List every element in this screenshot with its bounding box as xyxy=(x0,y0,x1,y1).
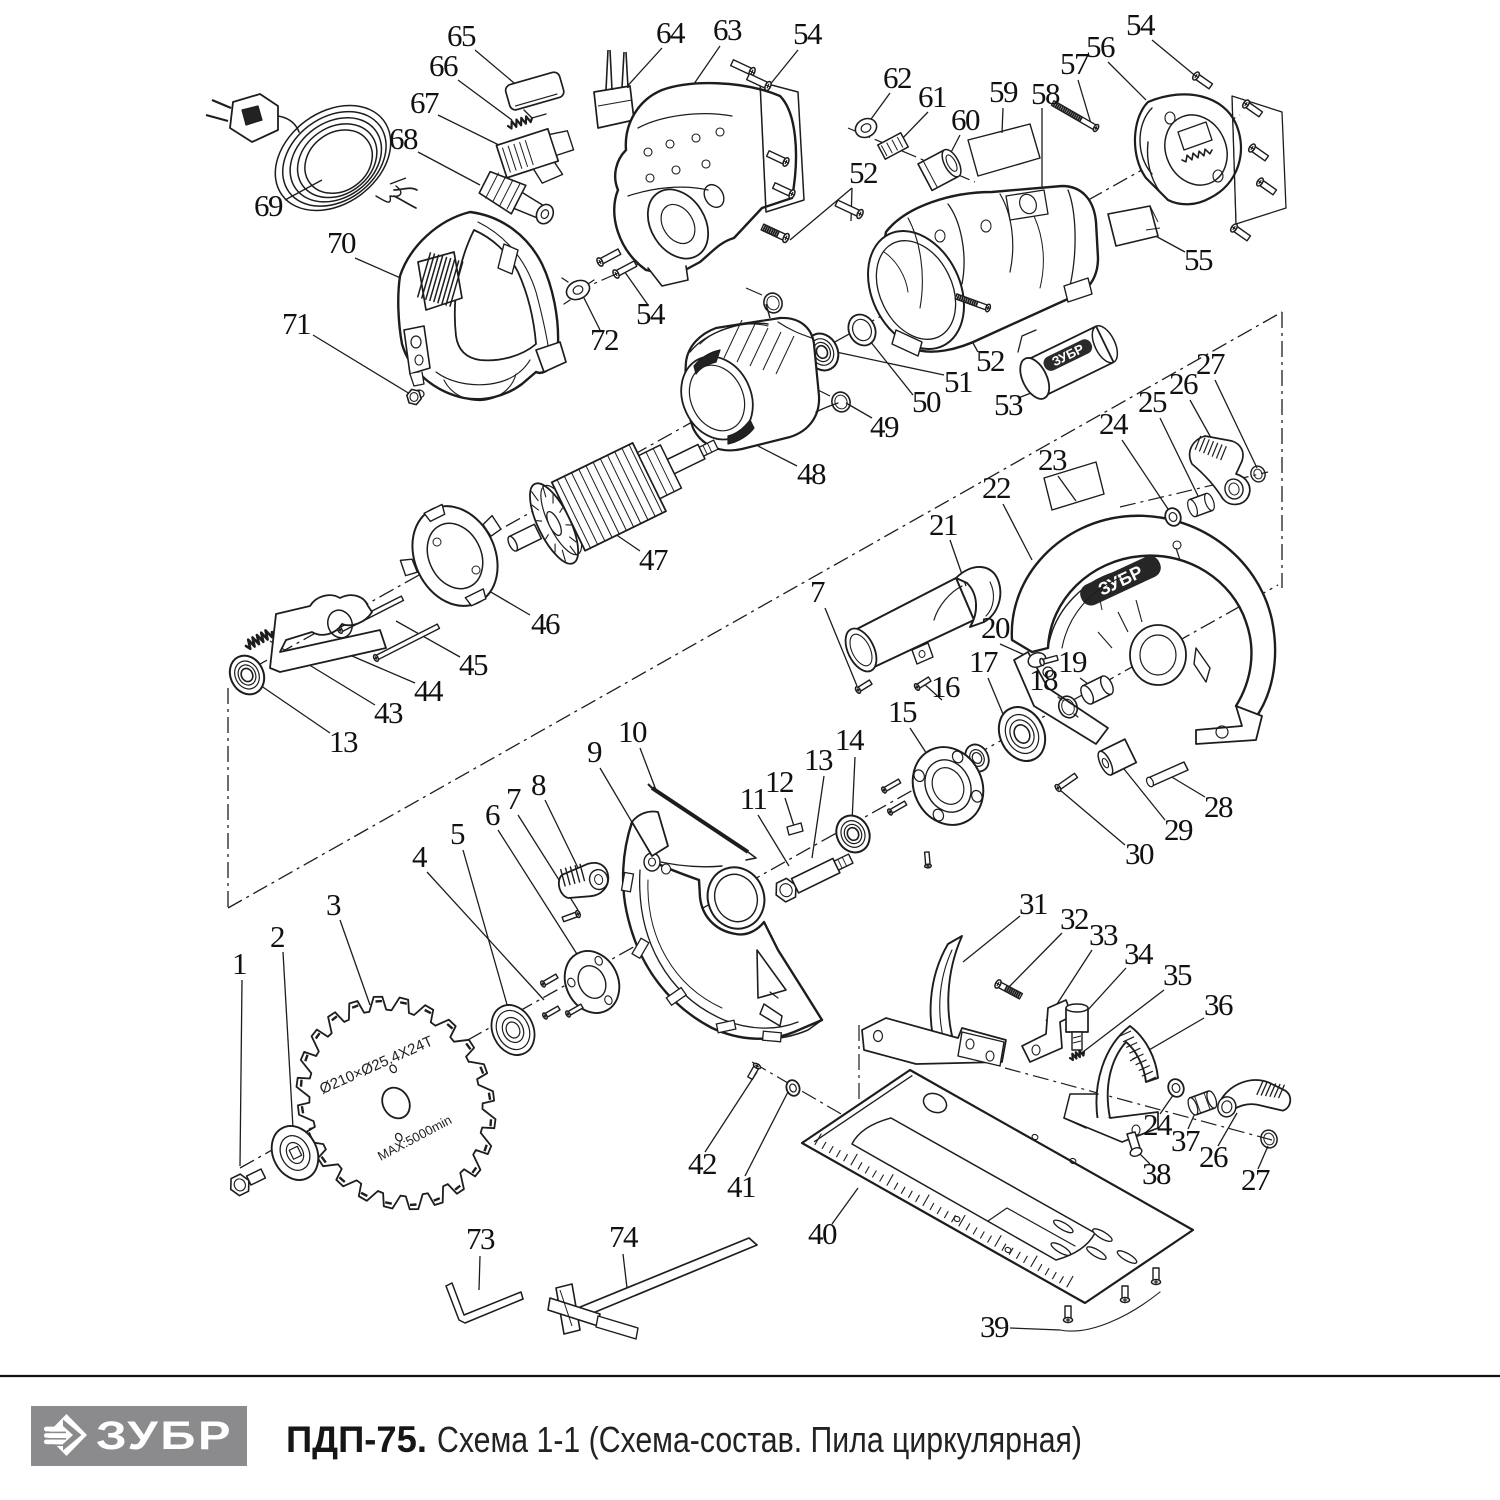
svg-text:53: 53 xyxy=(994,387,1023,422)
svg-text:69: 69 xyxy=(254,188,283,223)
svg-text:33: 33 xyxy=(1089,917,1118,952)
svg-text:35: 35 xyxy=(1163,957,1192,992)
svg-text:16: 16 xyxy=(931,669,960,704)
svg-text:54: 54 xyxy=(636,296,666,331)
svg-text:13: 13 xyxy=(804,742,833,777)
svg-text:6: 6 xyxy=(485,797,500,832)
svg-text:24: 24 xyxy=(1099,406,1129,441)
svg-text:34: 34 xyxy=(1124,936,1154,971)
svg-text:66: 66 xyxy=(429,48,458,83)
svg-text:67: 67 xyxy=(410,85,439,120)
svg-text:15: 15 xyxy=(888,694,917,729)
svg-text:41: 41 xyxy=(727,1169,755,1204)
svg-text:ПДП-75.: ПДП-75. xyxy=(286,1419,427,1460)
svg-text:49: 49 xyxy=(870,409,899,444)
svg-text:46: 46 xyxy=(531,606,560,641)
svg-text:Схема 1-1 (Схема-состав. Пила: Схема 1-1 (Схема-состав. Пила циркулярна… xyxy=(437,1419,1082,1460)
svg-text:13: 13 xyxy=(329,724,358,759)
svg-text:43: 43 xyxy=(374,695,403,730)
svg-text:59: 59 xyxy=(989,74,1018,109)
svg-text:23: 23 xyxy=(1038,442,1067,477)
svg-text:24: 24 xyxy=(1143,1107,1173,1142)
svg-text:37: 37 xyxy=(1171,1123,1200,1158)
svg-text:30: 30 xyxy=(1125,836,1154,871)
svg-text:72: 72 xyxy=(590,322,618,357)
svg-text:21: 21 xyxy=(929,507,957,542)
svg-text:51: 51 xyxy=(944,364,972,399)
svg-text:20: 20 xyxy=(981,610,1010,645)
svg-text:5: 5 xyxy=(450,816,465,851)
svg-text:58: 58 xyxy=(1031,76,1060,111)
svg-text:38: 38 xyxy=(1142,1156,1171,1191)
svg-text:26: 26 xyxy=(1169,366,1198,401)
svg-text:19: 19 xyxy=(1058,644,1087,679)
svg-text:1: 1 xyxy=(232,946,246,981)
svg-text:14: 14 xyxy=(835,722,865,757)
svg-text:55: 55 xyxy=(1184,242,1213,277)
svg-text:18: 18 xyxy=(1029,662,1058,697)
svg-text:44: 44 xyxy=(414,673,444,708)
svg-text:47: 47 xyxy=(639,542,668,577)
svg-text:60: 60 xyxy=(951,102,980,137)
svg-text:52: 52 xyxy=(849,155,877,190)
svg-text:54: 54 xyxy=(1126,7,1156,42)
svg-text:12: 12 xyxy=(765,764,793,799)
svg-text:64: 64 xyxy=(656,15,686,50)
svg-text:28: 28 xyxy=(1204,789,1233,824)
svg-text:61: 61 xyxy=(918,79,946,114)
svg-text:74: 74 xyxy=(609,1219,639,1254)
svg-text:57: 57 xyxy=(1060,46,1089,81)
svg-text:40: 40 xyxy=(808,1216,837,1251)
svg-text:31: 31 xyxy=(1019,886,1047,921)
svg-text:50: 50 xyxy=(912,384,941,419)
svg-text:7: 7 xyxy=(810,574,825,609)
svg-text:22: 22 xyxy=(982,470,1010,505)
svg-text:25: 25 xyxy=(1138,384,1167,419)
svg-text:54: 54 xyxy=(793,16,823,51)
svg-text:ЗУБР: ЗУБР xyxy=(96,1414,233,1458)
svg-text:56: 56 xyxy=(1086,29,1115,64)
svg-text:8: 8 xyxy=(531,767,546,802)
svg-text:2: 2 xyxy=(270,919,284,954)
svg-text:32: 32 xyxy=(1060,901,1088,936)
svg-text:4: 4 xyxy=(412,839,428,874)
svg-text:39: 39 xyxy=(980,1309,1009,1344)
svg-text:42: 42 xyxy=(688,1146,716,1181)
svg-text:73: 73 xyxy=(466,1221,495,1256)
svg-text:17: 17 xyxy=(969,644,998,679)
svg-text:26: 26 xyxy=(1199,1139,1228,1174)
svg-text:62: 62 xyxy=(883,60,911,95)
svg-text:65: 65 xyxy=(447,18,476,53)
svg-text:3: 3 xyxy=(326,887,341,922)
svg-text:71: 71 xyxy=(282,306,310,341)
svg-text:27: 27 xyxy=(1241,1162,1270,1197)
svg-text:48: 48 xyxy=(797,456,826,491)
svg-text:27: 27 xyxy=(1196,346,1225,381)
svg-text:45: 45 xyxy=(459,647,488,682)
svg-text:11: 11 xyxy=(740,781,767,816)
svg-text:68: 68 xyxy=(389,121,418,156)
svg-text:70: 70 xyxy=(327,225,356,260)
svg-text:10: 10 xyxy=(618,714,647,749)
svg-text:7: 7 xyxy=(506,781,521,816)
svg-text:36: 36 xyxy=(1204,987,1233,1022)
svg-text:63: 63 xyxy=(713,12,742,47)
svg-text:9: 9 xyxy=(587,734,602,769)
svg-text:29: 29 xyxy=(1164,812,1193,847)
svg-text:52: 52 xyxy=(976,343,1004,378)
